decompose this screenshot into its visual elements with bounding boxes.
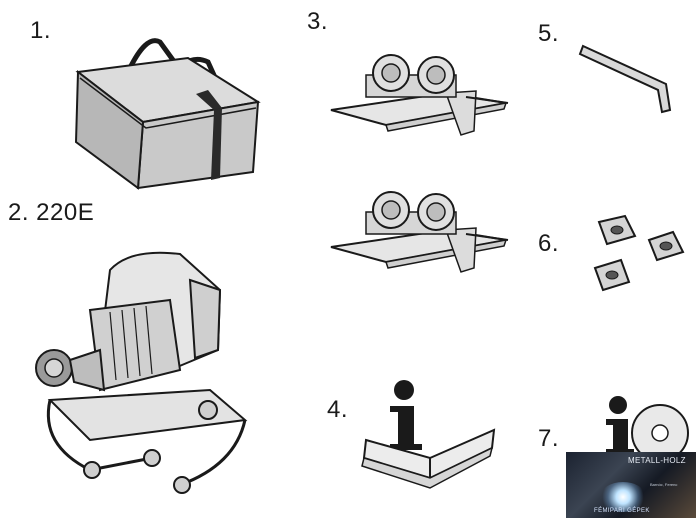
dealer-banner: METALL-HOLZ Barnóc, Ferenc FÉMIPARI GÉPE… [566,452,696,518]
pipe-saw-220e-illustration [30,240,260,510]
item-2-label: 2. 220E [8,199,95,226]
square-nuts-illustration [585,210,695,305]
info-cd-illustration [598,393,698,458]
item-6-label: 6. [538,230,560,257]
manual-booklet-illustration [360,378,500,503]
roller-carriage-bottom [326,182,511,282]
banner-contact-person: Barnóc, Ferenc [650,482,678,487]
banner-footer: FÉMIPARI GÉPEK [594,508,650,514]
item-5-label: 5. [538,20,560,47]
banner-brand: METALL-HOLZ [628,456,686,465]
welding-spark-graphic [600,482,646,512]
hex-key-illustration [578,38,688,118]
item-4-label: 4. [327,396,349,423]
carry-bag-illustration [68,32,268,192]
item-7-label: 7. [538,425,560,452]
item-1-label: 1. [30,17,52,44]
roller-carriage-top [326,45,511,145]
item-3-label: 3. [307,8,329,35]
